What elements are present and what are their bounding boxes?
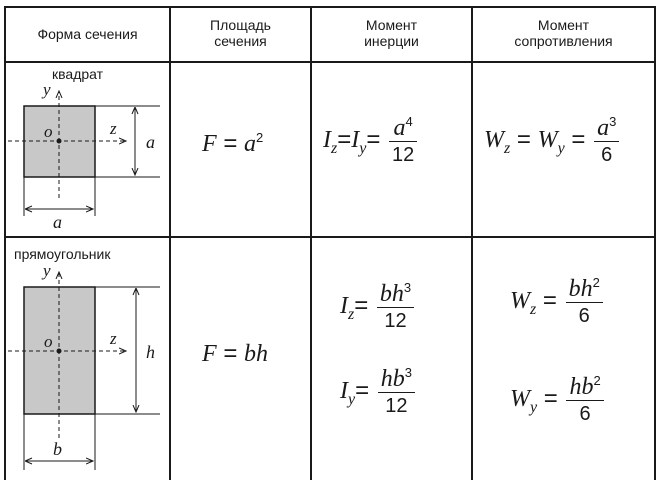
rectangle-area-formula: F = bh — [202, 340, 269, 367]
rectangle-origin-dot — [56, 348, 62, 354]
table-border-left — [4, 6, 6, 480]
header-area: Площадь сечения — [171, 17, 310, 49]
square-axis-y-label: y — [41, 80, 51, 99]
rectangle-dim-height-label: h — [146, 342, 155, 362]
shape-label-square: квадрат — [52, 66, 104, 82]
square-origin-dot — [56, 138, 62, 144]
square-origin-label: o — [44, 122, 53, 141]
header-modulus-line2: сопротивления — [514, 33, 613, 49]
table-divider-2 — [310, 6, 312, 480]
rectangle-axis-y-label: y — [41, 261, 51, 280]
header-shape: Форма сечения — [37, 26, 138, 42]
table-divider-3 — [471, 6, 473, 480]
header-modulus-line1: Момент — [537, 17, 590, 33]
table-divider-1 — [169, 6, 171, 480]
table-border-top — [4, 6, 655, 8]
square-area-formula: F = a2 — [202, 130, 264, 157]
table-border-row1 — [4, 236, 655, 238]
table-border-header — [4, 61, 655, 63]
header-inertia: Момент инерции — [312, 17, 471, 49]
shape-label-rectangle: прямоугольник — [14, 246, 111, 262]
header-inertia-line1: Момент — [365, 17, 418, 33]
header-area-line2: сечения — [214, 33, 267, 49]
header-inertia-line2: инерции — [364, 33, 419, 49]
rectangle-origin-label: o — [44, 332, 53, 351]
rectangle-axis-z-label: z — [109, 329, 117, 348]
square-axis-z-label: z — [109, 119, 117, 138]
square-dim-width-label: a — [53, 212, 62, 232]
rectangle-diagram: y z o h b — [8, 261, 160, 470]
rectangle-dim-width-label: b — [53, 439, 62, 459]
header-modulus: Момент сопротивления — [473, 17, 654, 49]
header-area-line1: Площадь — [210, 17, 271, 33]
table-border-right — [654, 6, 656, 480]
square-dim-height-label: a — [146, 132, 155, 152]
square-diagram: y z o a a — [8, 80, 160, 232]
